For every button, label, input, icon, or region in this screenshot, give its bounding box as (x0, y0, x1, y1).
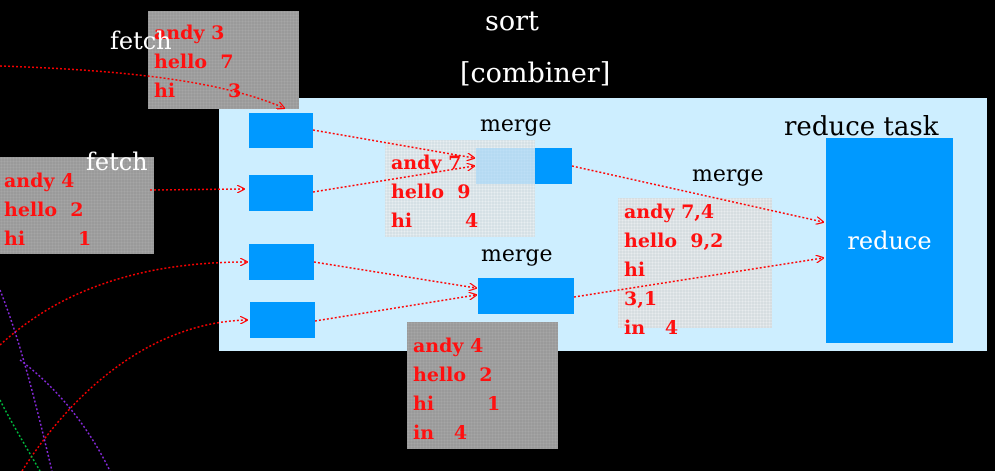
kv-line: andy 3 (154, 22, 225, 44)
kv-line: hi 1 (413, 393, 501, 415)
kv-line: andy 7,4 (624, 201, 715, 223)
merge-arrow-3 (313, 261, 476, 288)
reduce-arrow-bottom (573, 258, 823, 298)
merge-label-middle: merge (481, 242, 553, 267)
fetch-arrow-top (0, 65, 284, 108)
kv-line: 3,1 (624, 288, 658, 310)
sort-label: sort (485, 6, 539, 37)
kv-line: hi 1 (4, 228, 92, 250)
kv-line: in 4 (413, 422, 468, 444)
kv-line: hi 4 (391, 210, 479, 232)
merge-label-right: merge (692, 162, 764, 187)
combiner-label: [combiner] (460, 58, 611, 89)
merge-arrow-2 (312, 166, 474, 193)
arc-green (0, 399, 41, 471)
merge-bottom-box: andy 4 hello 2 hi 1 in 4 (407, 322, 558, 449)
map-output-block-2[interactable] (249, 175, 313, 211)
reduce-arrow-top (571, 165, 823, 222)
fetch-left-box: andy 4 hello 2 hi 1 (0, 157, 154, 254)
reduce-label: reduce (847, 226, 932, 255)
kv-line: hello 2 (4, 199, 84, 221)
fetch-arc-3 (0, 262, 247, 346)
fetch-arrow-left (149, 189, 244, 190)
kv-line: hello 9,2 (624, 230, 724, 252)
reduce-task-title: reduce task (784, 112, 939, 142)
kv-line: hi 3 (154, 80, 242, 102)
kv-line: hi (624, 259, 646, 281)
merged-block-bottom[interactable] (478, 278, 574, 314)
kv-line: hello 2 (413, 364, 493, 386)
map-output-block-1[interactable] (249, 113, 313, 148)
kv-line: hello 9 (391, 181, 471, 203)
map-output-block-3[interactable] (249, 244, 314, 280)
kv-line: hello 7 (154, 51, 234, 73)
fetch-top-box: andy 3 hello 7 hi 3 (148, 11, 299, 109)
fetch-arc-4 (21, 320, 247, 471)
merge-label-top: merge (480, 112, 552, 137)
arc-purple-1 (0, 289, 53, 471)
kv-line: andy 4 (4, 170, 75, 192)
merge-highlight (476, 148, 535, 184)
kv-line: andy 4 (413, 335, 484, 357)
fetch-label-top: fetch (110, 27, 172, 55)
kv-line: in 4 (624, 317, 679, 339)
merge-arrow-4 (314, 295, 476, 322)
reduce-box[interactable]: reduce (826, 138, 953, 343)
map-output-block-4[interactable] (250, 302, 315, 338)
arc-purple-2 (19, 359, 111, 471)
kv-line: andy 7 (391, 152, 462, 174)
fetch-label-left: fetch (86, 148, 148, 176)
merge-right-box: andy 7,4 hello 9,2 hi 3,1 in 4 (618, 198, 772, 339)
merge-arrow-1 (312, 129, 474, 158)
